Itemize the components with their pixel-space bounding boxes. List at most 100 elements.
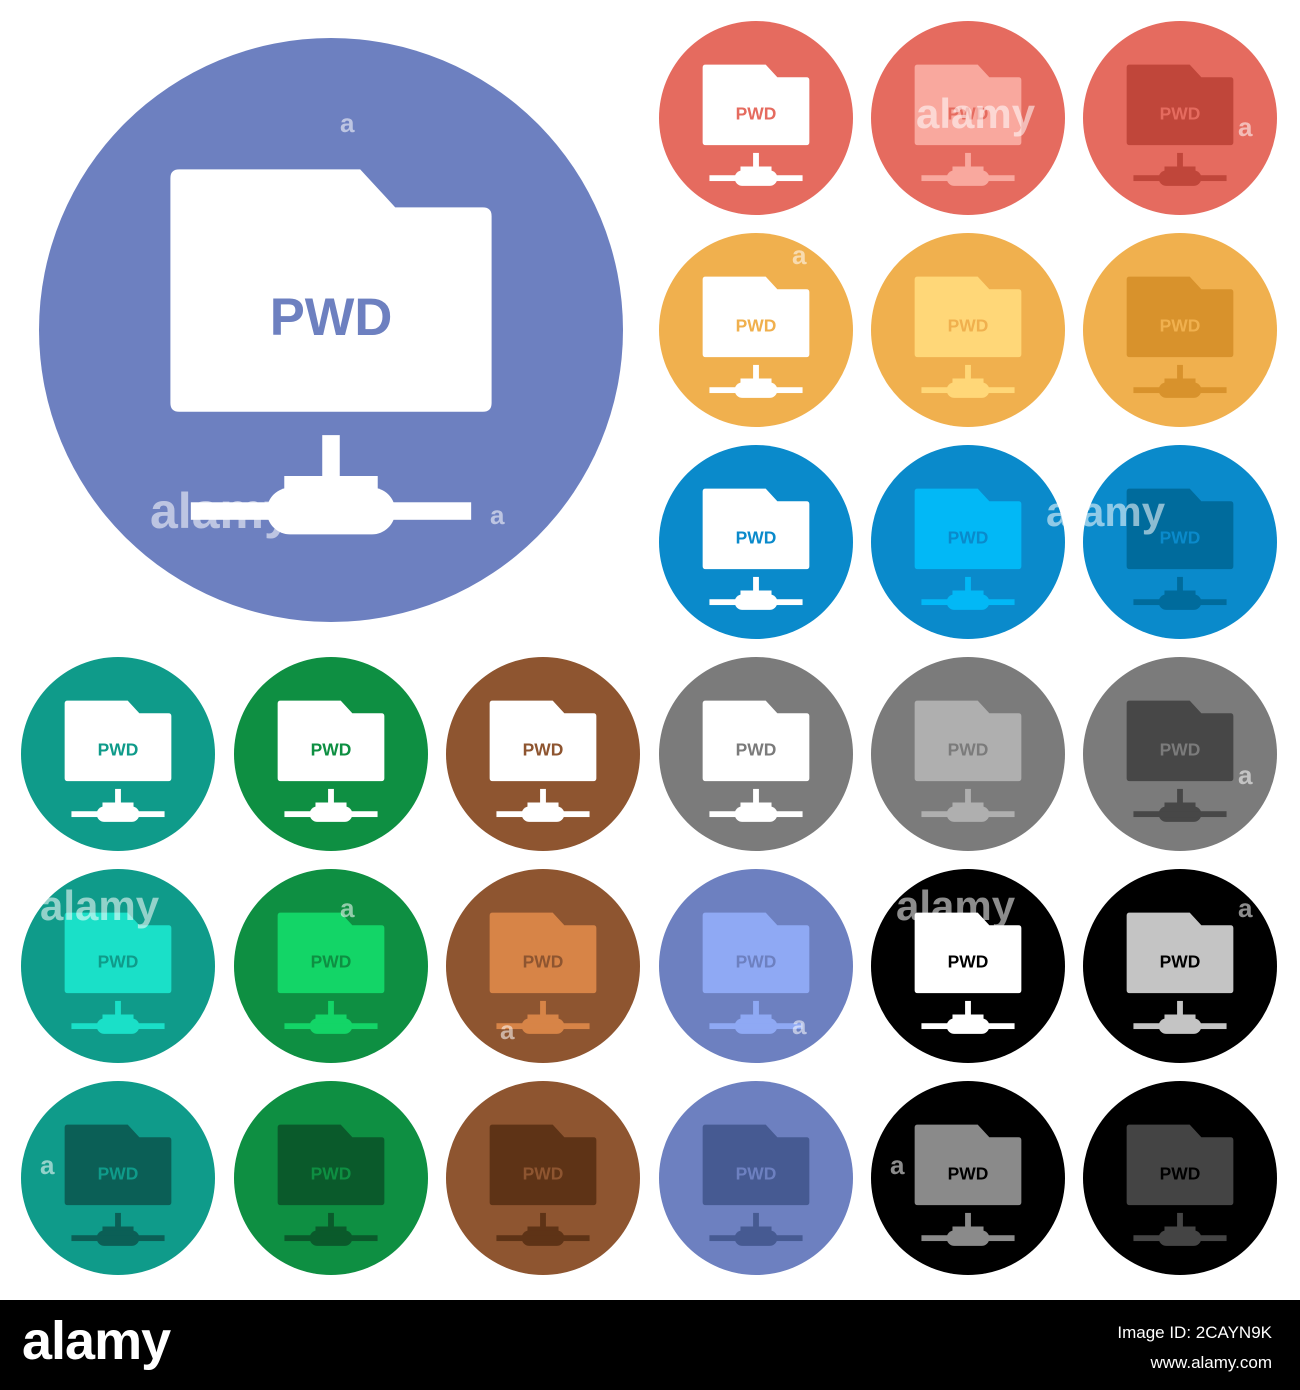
ftp-folder-icon: PWD (659, 233, 853, 427)
folder-icon (64, 1124, 172, 1206)
ftp-folder-icon: PWD (871, 657, 1065, 851)
folder-label: PWD (1160, 316, 1201, 336)
folder-icon (1126, 700, 1234, 782)
ftp-folder-icon: PWD (234, 657, 428, 851)
ftp-folder-icon: PWD (1083, 445, 1277, 639)
network-connector-icon (496, 788, 590, 822)
network-connector-icon (1133, 1212, 1227, 1246)
ftp-folder-icon: PWD (234, 1081, 428, 1275)
folder-icon (914, 276, 1022, 358)
network-connector-icon (709, 576, 803, 610)
network-connector-icon (921, 364, 1015, 398)
network-connector-icon (284, 788, 378, 822)
network-connector-icon (709, 1212, 803, 1246)
network-connector-icon (71, 788, 165, 822)
network-connector-icon (71, 1212, 165, 1246)
ftp-folder-icon: PWD (39, 38, 623, 622)
network-connector-icon (709, 788, 803, 822)
network-connector-icon (284, 1212, 378, 1246)
folder-label: PWD (948, 528, 989, 548)
folder-label: PWD (311, 740, 352, 760)
folder-label: PWD (736, 1164, 777, 1184)
ftp-folder-icon: PWD (1083, 1081, 1277, 1275)
image-id: Image ID: 2CAYN9K (1117, 1323, 1272, 1342)
ftp-folder-icon: PWD (871, 1081, 1065, 1275)
folder-icon (914, 1124, 1022, 1206)
footer-info: Image ID: 2CAYN9K www.alamy.com (1117, 1318, 1272, 1378)
ftp-folder-icon: PWD (1083, 233, 1277, 427)
folder-label: PWD (948, 104, 989, 124)
folder-label: PWD (948, 952, 989, 972)
folder-icon (702, 1124, 810, 1206)
footer-logo: alamy (22, 1311, 171, 1371)
ftp-folder-icon: PWD (871, 869, 1065, 1063)
network-connector-icon (921, 1000, 1015, 1034)
ftp-folder-icon: PWD (1083, 657, 1277, 851)
ftp-folder-icon: PWD (871, 233, 1065, 427)
folder-label: PWD (948, 740, 989, 760)
ftp-folder-icon: PWD (21, 1081, 215, 1275)
network-connector-icon (1133, 152, 1227, 186)
network-connector-icon (921, 788, 1015, 822)
ftp-folder-icon: PWD (871, 21, 1065, 215)
network-connector-icon (1133, 788, 1227, 822)
folder-icon (914, 700, 1022, 782)
ftp-folder-icon: PWD (659, 445, 853, 639)
ftp-folder-icon: PWD (21, 869, 215, 1063)
folder-icon (1126, 912, 1234, 994)
network-connector-icon (709, 1000, 803, 1034)
folder-icon (1126, 276, 1234, 358)
folder-icon (1126, 64, 1234, 146)
ftp-folder-icon: PWD (1083, 869, 1277, 1063)
network-connector-icon (1133, 576, 1227, 610)
folder-icon (702, 64, 810, 146)
folder-label: PWD (523, 1164, 564, 1184)
network-connector-icon (496, 1000, 590, 1034)
folder-label: PWD (1160, 1164, 1201, 1184)
folder-label: PWD (736, 316, 777, 336)
network-connector-icon (1133, 1000, 1227, 1034)
network-connector-icon (1133, 364, 1227, 398)
folder-icon (489, 912, 597, 994)
folder-label: PWD (1160, 740, 1201, 760)
ftp-folder-icon: PWD (1083, 21, 1277, 215)
folder-label: PWD (1160, 528, 1201, 548)
folder-icon (489, 1124, 597, 1206)
folder-icon (914, 912, 1022, 994)
folder-icon (1126, 1124, 1234, 1206)
folder-label: PWD (1160, 104, 1201, 124)
folder-label: PWD (98, 1164, 139, 1184)
ftp-folder-icon: PWD (234, 869, 428, 1063)
folder-label: PWD (311, 1164, 352, 1184)
ftp-folder-icon: PWD (659, 21, 853, 215)
site-url: www.alamy.com (1150, 1353, 1272, 1372)
network-connector-icon (190, 435, 472, 535)
folder-icon (914, 488, 1022, 570)
folder-icon (702, 700, 810, 782)
network-connector-icon (921, 1212, 1015, 1246)
folder-label: PWD (948, 1164, 989, 1184)
network-connector-icon (709, 152, 803, 186)
folder-icon (1126, 488, 1234, 570)
ftp-folder-icon: PWD (446, 657, 640, 851)
ftp-folder-icon: PWD (446, 1081, 640, 1275)
footer-bar: alamy Image ID: 2CAYN9K www.alamy.com (0, 1300, 1300, 1390)
ftp-folder-icon: PWD (21, 657, 215, 851)
folder-icon (170, 169, 492, 412)
folder-label: PWD (948, 316, 989, 336)
folder-icon (702, 276, 810, 358)
folder-label: PWD (736, 740, 777, 760)
folder-icon (702, 488, 810, 570)
network-connector-icon (284, 1000, 378, 1034)
ftp-folder-icon: PWD (659, 1081, 853, 1275)
ftp-folder-icon: PWD (659, 869, 853, 1063)
folder-label: PWD (98, 740, 139, 760)
network-connector-icon (496, 1212, 590, 1246)
ftp-folder-icon: PWD (659, 657, 853, 851)
folder-icon (277, 912, 385, 994)
folder-icon (64, 700, 172, 782)
network-connector-icon (71, 1000, 165, 1034)
folder-label: PWD (98, 952, 139, 972)
folder-icon (277, 700, 385, 782)
